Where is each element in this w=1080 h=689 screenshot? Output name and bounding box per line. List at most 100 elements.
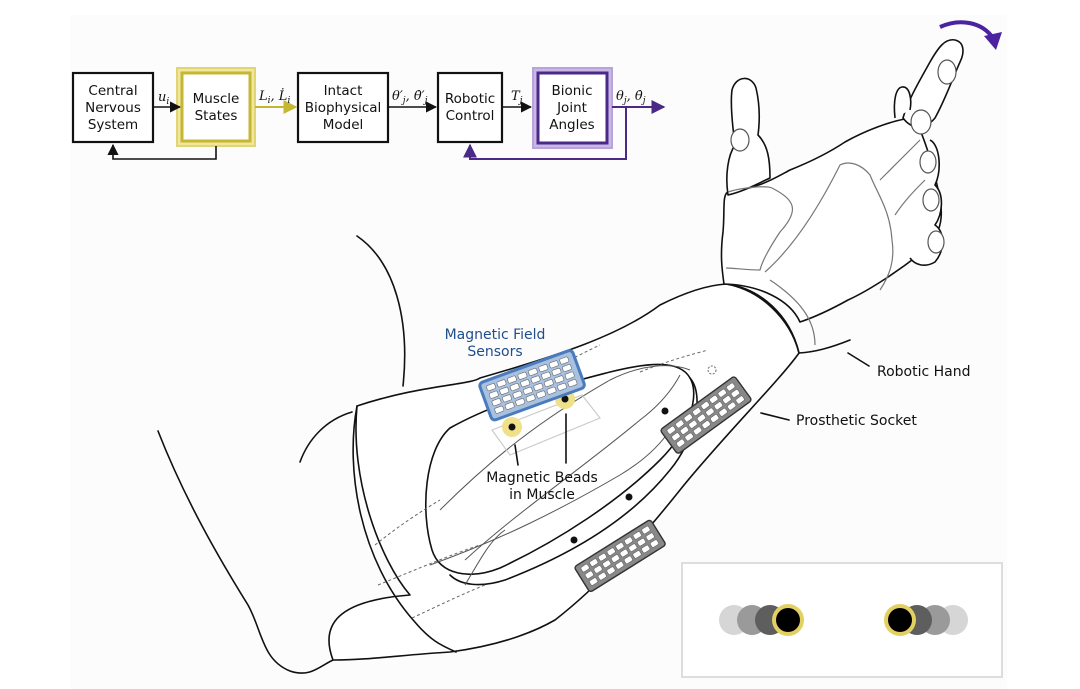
sensor-cell — [676, 438, 686, 448]
sensor-cell — [598, 553, 607, 562]
sensor-cell — [504, 401, 515, 410]
block-intact-biophysical-model: Intact Biophysical Model — [296, 71, 390, 144]
skin-line — [411, 584, 486, 619]
sensor-cell — [515, 398, 526, 407]
sensor-cell — [589, 577, 599, 586]
sensor-cell — [679, 426, 690, 435]
upper-arm-outline — [356, 235, 406, 387]
label-magnetic-beads: Magnetic Beads — [486, 470, 598, 486]
sensor-cell — [645, 532, 655, 541]
glove-seam — [764, 162, 894, 291]
sensor-cell — [491, 398, 502, 407]
bead-region-outline — [491, 394, 601, 456]
sensor-cell — [701, 420, 711, 429]
block-robotic-control: Robotic Control — [436, 71, 504, 144]
block-label: Nervous — [85, 100, 141, 116]
block-label: System — [88, 117, 138, 133]
sensor-cell — [557, 382, 567, 391]
skin-line — [639, 349, 709, 373]
sensor-cell — [533, 383, 544, 391]
block-label: Angles — [549, 117, 594, 133]
sensor-cell — [554, 375, 565, 384]
label-prosthetic-socket: Prosthetic Socket — [796, 413, 917, 429]
sensor-cell — [512, 390, 523, 399]
sensor-cell — [696, 413, 706, 423]
sensor-cell — [523, 386, 533, 395]
sensor-cell — [525, 394, 536, 403]
sensor-cell — [709, 395, 719, 404]
glove-seam — [879, 139, 921, 181]
feedback-bionic-to-control — [463, 107, 627, 160]
finger-joint — [937, 59, 957, 85]
sensor-cell — [632, 531, 642, 540]
glove-seam — [725, 186, 794, 271]
muscle-fiber — [464, 374, 681, 561]
block-label: Muscle — [193, 91, 240, 107]
block-label: Biophysical — [305, 100, 382, 116]
magnetic-bead — [570, 536, 578, 544]
sensor-cell — [548, 360, 559, 369]
label-magnetic-field-sensors: Magnetic Field — [445, 327, 546, 343]
sensor-cell — [713, 401, 723, 411]
signal-L-i: Li, L̇i — [258, 88, 290, 106]
sensor-cell — [628, 543, 638, 552]
muscle-fiber — [464, 529, 506, 586]
signal-T-j: Tj — [511, 89, 523, 106]
sensor-cell — [615, 561, 625, 570]
robotic-hand — [720, 38, 964, 346]
sensor-array-gray — [574, 519, 666, 593]
sensor-cell — [507, 375, 517, 384]
sensor-cell — [718, 407, 728, 417]
block-label: Robotic — [445, 91, 495, 107]
sensor-cell — [502, 394, 512, 403]
sensor-cell — [499, 386, 510, 395]
sensor-cell — [641, 525, 651, 535]
sensor-cell — [623, 555, 633, 564]
sensor-cell — [693, 426, 703, 436]
glove-seam — [894, 179, 926, 216]
sensor-cell — [606, 547, 616, 556]
magnetic-bead — [776, 608, 800, 632]
label-robotic-hand: Robotic Hand — [877, 364, 971, 380]
socket-marker-icon — [707, 365, 717, 375]
label-magnetic-beads: in Muscle — [509, 487, 575, 503]
sensor-cell — [551, 367, 562, 376]
sensor-cell — [584, 570, 594, 579]
muscle-fiber — [439, 365, 691, 511]
block-label: Joint — [556, 100, 587, 116]
sensor-cell — [710, 414, 720, 423]
block-diagram: Central Nervous System Muscle States Int… — [71, 67, 666, 160]
sensor-cell — [496, 379, 507, 388]
wrist-edge — [798, 339, 851, 354]
block-label: Bionic — [551, 83, 592, 99]
sensor-cell — [602, 559, 612, 569]
sensor-cell — [730, 389, 740, 398]
sensor-cell — [649, 539, 659, 548]
signal-theta-j: θj, θ̇j — [616, 89, 646, 106]
sensor-cell — [641, 544, 651, 554]
sensor-cell — [692, 407, 702, 416]
sensor-cell — [528, 368, 538, 376]
magnetic-bead — [508, 423, 516, 431]
finger-joint — [927, 230, 945, 254]
hand-middle-finger — [893, 86, 912, 119]
sensor-cell — [624, 536, 634, 545]
glove-seam — [769, 279, 816, 346]
magnetic-bead — [625, 493, 633, 501]
block-bionic-joint-angles: Bionic Joint Angles — [532, 67, 613, 149]
muscle-window — [424, 363, 695, 575]
sensor-cell — [567, 379, 578, 388]
finger-joint — [910, 109, 932, 135]
thumb-joint — [730, 128, 750, 152]
sensor-cell — [486, 383, 496, 392]
arm-illustration: Magnetic Field Sensors Magnetic Beads in… — [157, 20, 1002, 674]
magnetic-field-sensor-array — [478, 349, 586, 422]
block-label: Intact — [324, 83, 363, 99]
sensor-cell — [666, 425, 676, 435]
sensor-cell — [536, 390, 546, 399]
skin-line — [374, 499, 441, 546]
sensor-cell — [589, 558, 599, 567]
sensor-cell — [538, 364, 549, 373]
sensor-cell — [675, 419, 685, 429]
sensor-cell — [671, 432, 681, 441]
